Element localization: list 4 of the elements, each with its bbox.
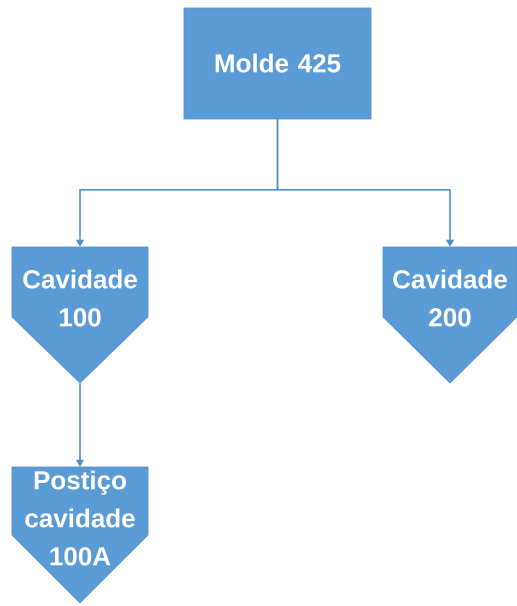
process-box: Molde 425 xyxy=(184,8,372,120)
chevron-box: Postiço cavidade 100A xyxy=(12,466,148,604)
chevron-box: Cavidade 100 xyxy=(12,246,148,384)
chevron-box: Cavidade 200 xyxy=(382,246,517,384)
